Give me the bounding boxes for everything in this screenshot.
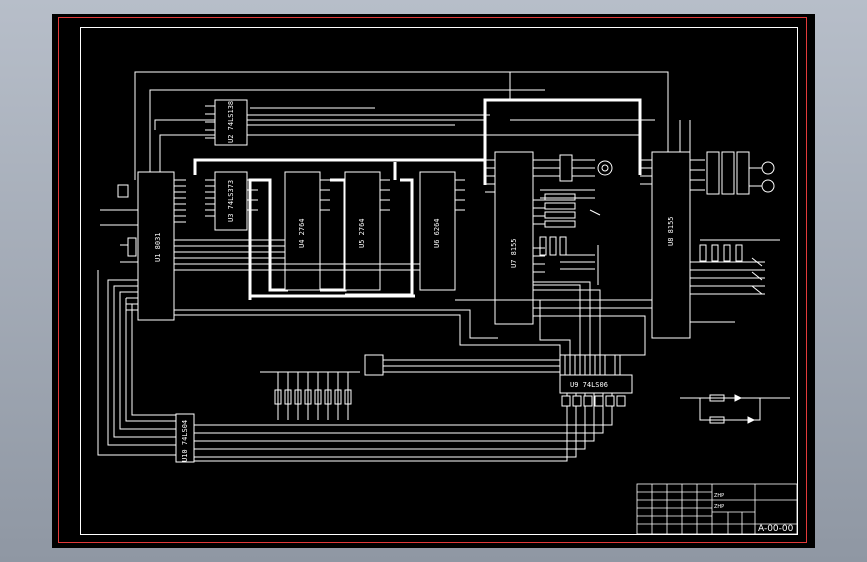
title-line-1: ZHP [714, 493, 724, 499]
chip-u6 [419, 171, 456, 291]
chip-u4-label: U4 2764 [298, 218, 306, 248]
chip-u9-label: U9 74LS06 [570, 381, 608, 389]
chip-u10-label: U10 74LS04 [181, 420, 189, 462]
chip-u10 [175, 413, 195, 463]
chip-u5-label: U5 2764 [358, 218, 366, 248]
chip-u2-label: U2 74LS138 [227, 101, 235, 143]
chip-u6-label: U6 6264 [433, 218, 441, 248]
chip-u1 [137, 171, 175, 321]
chip-u8 [651, 151, 691, 339]
chip-u7-label: U7 8155 [510, 238, 518, 268]
chip-u2 [214, 99, 248, 146]
chip-u9 [559, 374, 633, 394]
chip-u8-label: U8 8155 [667, 216, 675, 246]
chip-u7 [494, 151, 534, 325]
chip-u1-label: U1 8031 [154, 232, 162, 262]
outer-border [58, 17, 807, 543]
title-line-2: ZHP [714, 504, 724, 510]
drawing-number: A-00-00 [758, 524, 794, 534]
inner-border [80, 27, 798, 535]
chip-u3-label: U3 74LS373 [227, 180, 235, 222]
chip-u3 [214, 171, 248, 231]
